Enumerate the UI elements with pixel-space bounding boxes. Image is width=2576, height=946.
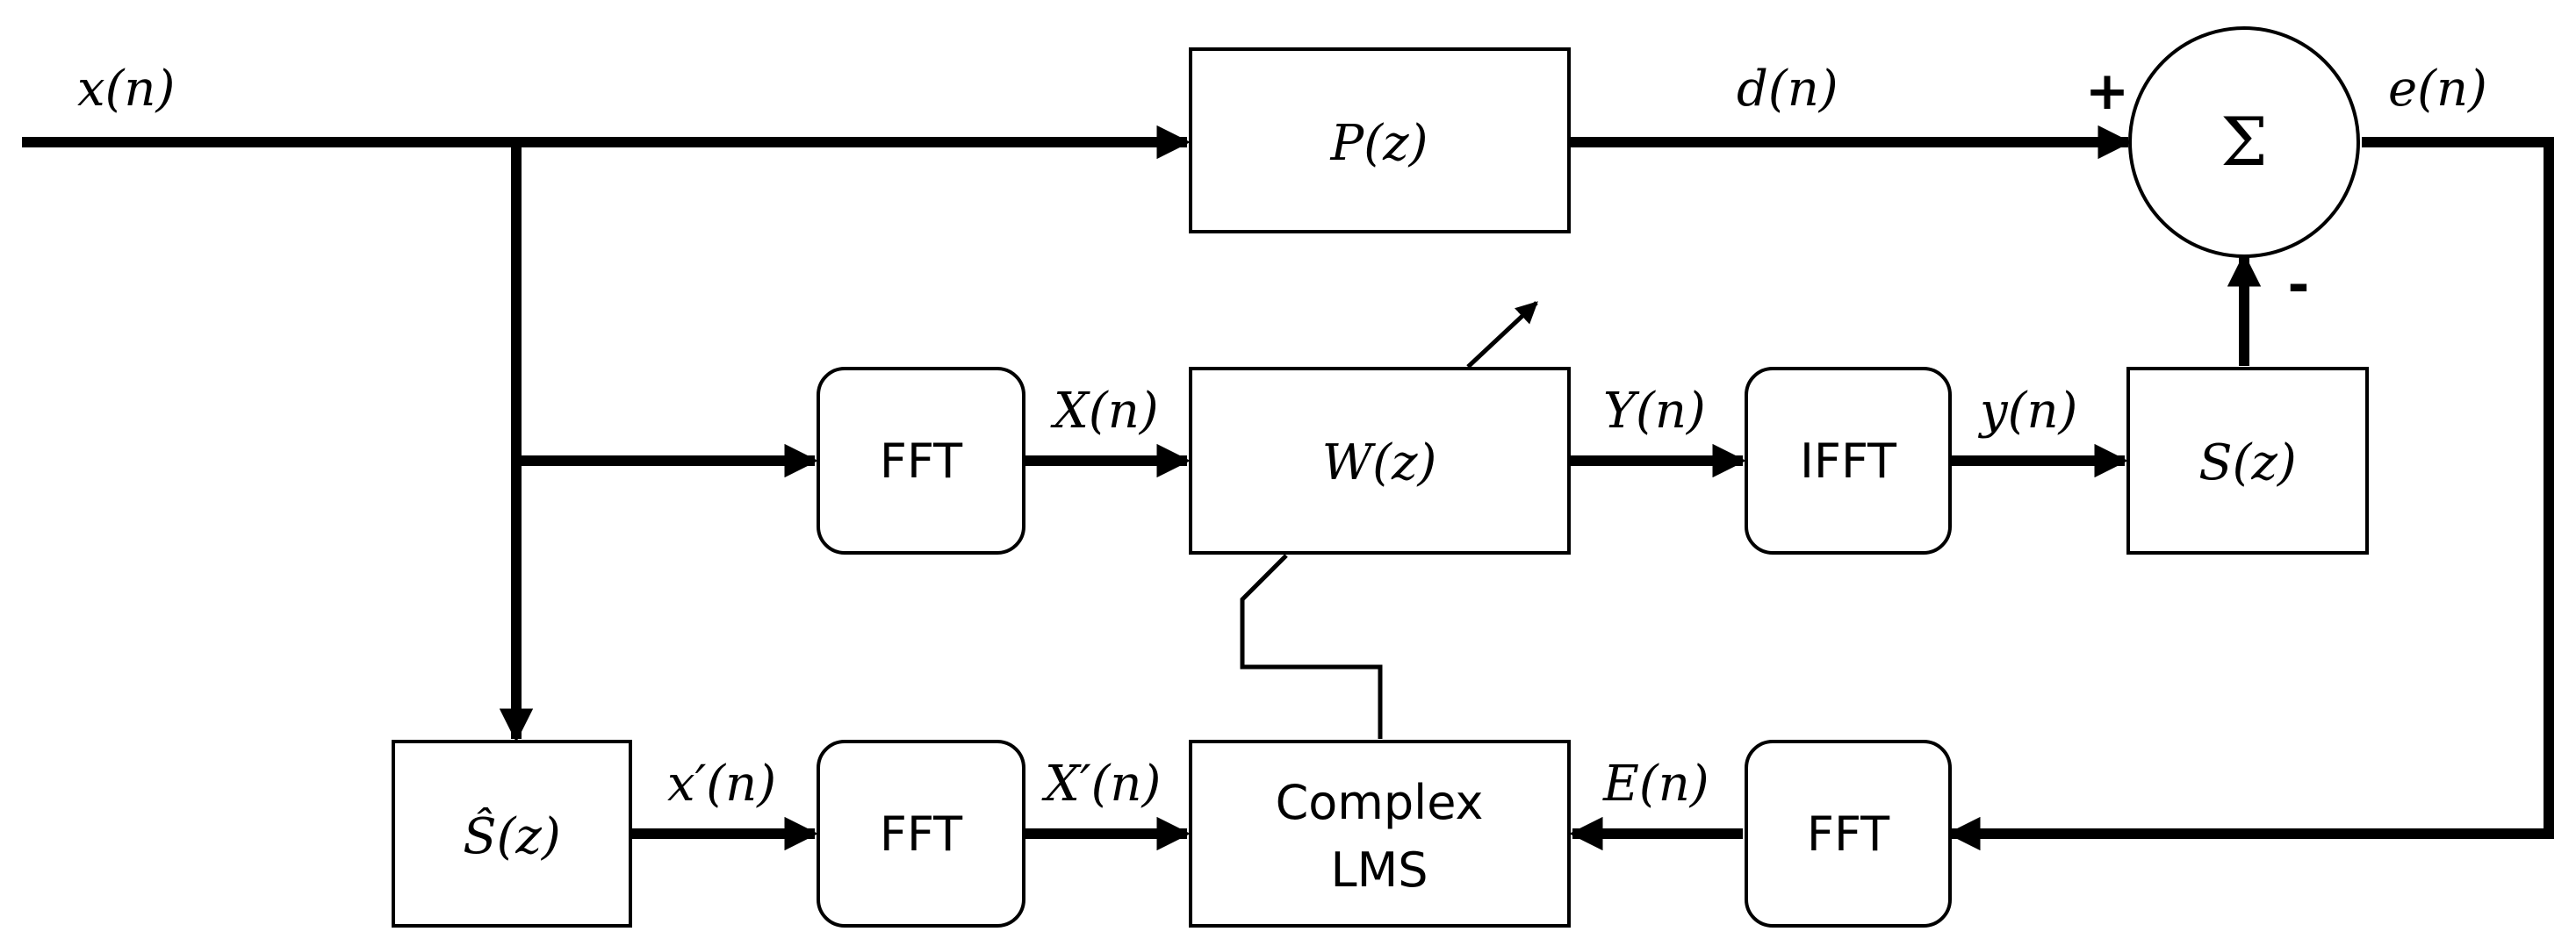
complex-lms-label-line2: LMS: [1331, 842, 1428, 898]
wire-lms-weight-update: [1240, 554, 1383, 739]
secondary-path-block: S(z): [2126, 367, 2369, 555]
signal-label-freq-filtered-reference: X′(n): [1041, 756, 1161, 813]
signal-label-freq-error: E(n): [1602, 756, 1709, 813]
sigma-symbol: Σ: [2220, 103, 2268, 181]
adaptive-indicator-arrow: [1466, 301, 1538, 369]
signal-label-input: x(n): [77, 61, 175, 118]
ifft-block: IFFT: [1745, 367, 1952, 555]
complex-lms-block: Complex LMS: [1189, 740, 1571, 928]
ifft-label: IFFT: [1800, 434, 1897, 489]
signal-label-error: e(n): [2388, 61, 2487, 118]
fft-reference-block: FFT: [817, 367, 1025, 555]
fft-reference-label: FFT: [880, 434, 963, 489]
secondary-path-label: S(z): [2198, 434, 2297, 491]
signal-label-desired: d(n): [1737, 61, 1838, 118]
signal-label-freq-output: Y(n): [1603, 383, 1706, 440]
primary-path-label: P(z): [1330, 115, 1428, 172]
fft-filtered-reference-label: FFT: [880, 806, 963, 862]
signal-label-freq-input: X(n): [1050, 383, 1159, 440]
signal-label-filtered-reference: x′(n): [667, 756, 776, 813]
secondary-path-estimate-block: Ŝ(z): [392, 740, 632, 928]
signal-labels: x(n) d(n) e(n) X(n) Y(n) y(n) x′(n) X′(n…: [77, 61, 2487, 813]
wires: [22, 125, 2554, 851]
fft-filtered-reference-block: FFT: [817, 740, 1025, 928]
minus-sign: -: [2288, 254, 2310, 316]
plus-sign: +: [2085, 61, 2129, 122]
adaptive-filter-block: W(z): [1189, 367, 1571, 555]
fft-error-label: FFT: [1807, 806, 1890, 862]
summing-junction: Σ: [2128, 26, 2360, 258]
complex-lms-label-line1: Complex: [1276, 775, 1484, 830]
primary-path-block: P(z): [1189, 47, 1571, 233]
junction-signs: + -: [2085, 61, 2310, 316]
signal-label-time-output: y(n): [1977, 383, 2077, 440]
wire-error-feedback: [1946, 137, 2554, 851]
fft-error-block: FFT: [1745, 740, 1952, 928]
secondary-path-estimate-label: Ŝ(z): [463, 806, 561, 865]
adaptive-filter-label: W(z): [1322, 434, 1437, 491]
